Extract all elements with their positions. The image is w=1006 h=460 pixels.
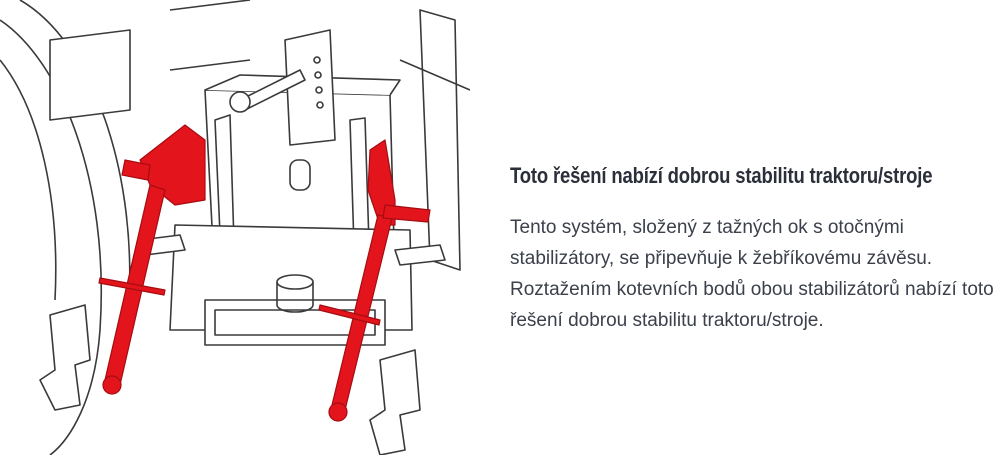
tractor-hitch-stabilizers-icon [0,0,471,456]
section-paragraph: Tento systém, složený z tažných ok s oto… [510,217,994,331]
hitch-illustration [0,0,471,456]
section-heading: Toto řešení nabízí dobrou stabilitu trak… [510,163,933,188]
content-section: Toto řešení nabízí dobrou stabilitu trak… [510,160,1006,336]
